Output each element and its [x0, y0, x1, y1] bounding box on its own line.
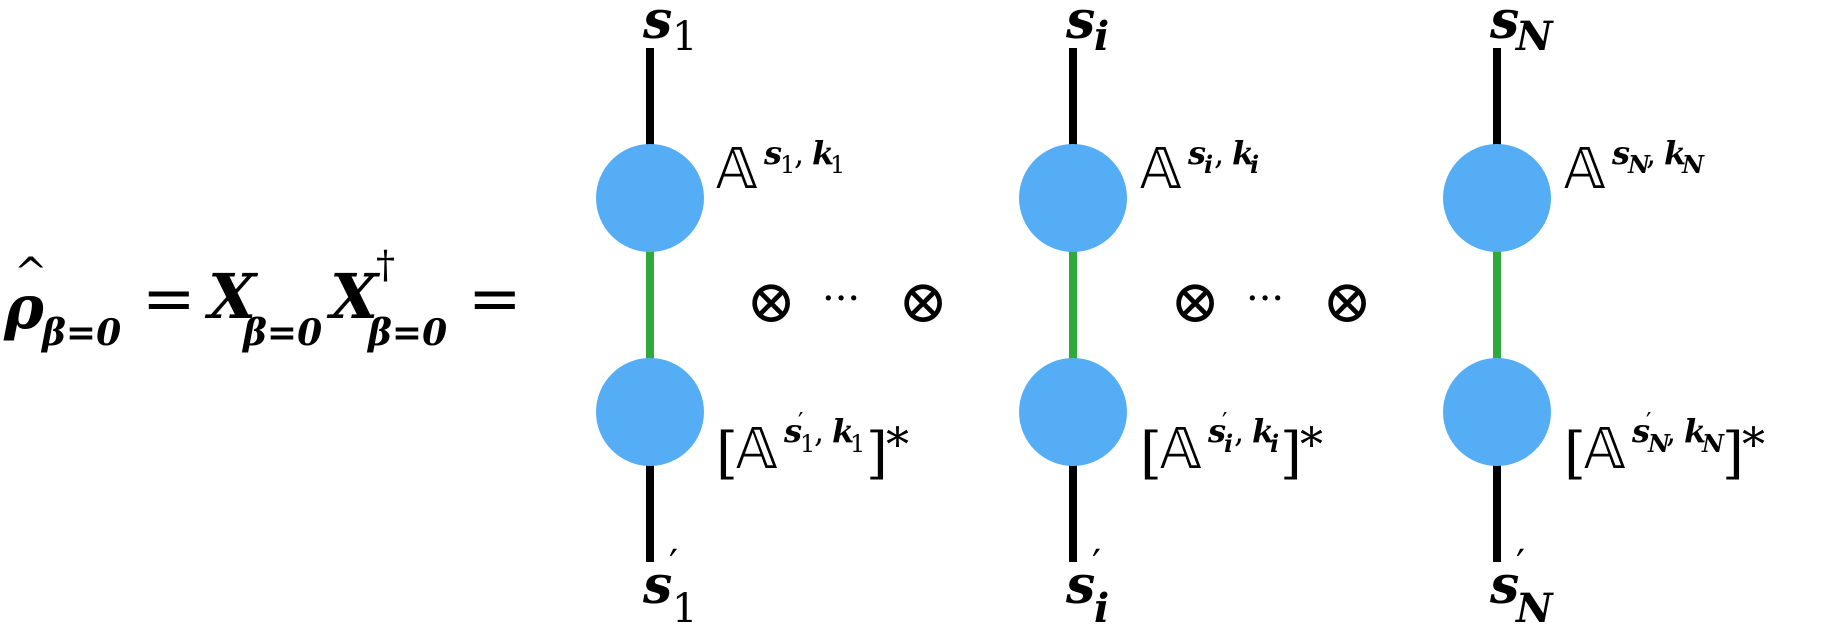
svg-text:k: k	[812, 134, 834, 172]
tensor-top-label: 𝔸 s N , k N	[1564, 134, 1705, 202]
svg-text:k: k	[1684, 412, 1706, 450]
svg-text:𝔸: 𝔸	[716, 137, 758, 202]
ellipsis: ···	[1246, 276, 1284, 322]
ellipsis: ···	[822, 276, 860, 322]
x-operator: X	[204, 260, 259, 333]
top-index-label: s	[1065, 0, 1095, 51]
svg-text:s: s	[783, 412, 802, 450]
operator-group-2: ⊗ ··· ⊗	[1170, 267, 1372, 337]
svg-text:′: ′	[1222, 408, 1227, 436]
svg-text:[: [	[716, 421, 738, 486]
svg-text:*: *	[1742, 417, 1765, 471]
svg-text:N: N	[1681, 150, 1705, 179]
svg-text:s: s	[1187, 134, 1206, 172]
svg-text:𝔸: 𝔸	[736, 417, 778, 482]
equals-sign-2: =	[468, 262, 522, 336]
operator-group-1: ⊗ ··· ⊗	[746, 267, 948, 337]
svg-text:,: ,	[1646, 134, 1656, 172]
svg-text:′: ′	[1646, 408, 1651, 436]
top-index-subscript: i	[1094, 13, 1109, 60]
svg-text:k: k	[1232, 134, 1254, 172]
top-index-subscript: N	[1514, 13, 1554, 60]
svg-text:,: ,	[1234, 412, 1244, 450]
svg-text:]: ]	[866, 421, 888, 486]
svg-text:𝔸: 𝔸	[1584, 417, 1626, 482]
tensor-node-top	[1019, 144, 1127, 252]
bottom-index-label: s	[1065, 555, 1095, 616]
svg-text:]: ]	[1722, 421, 1744, 486]
tensor-product-symbol: ⊗	[898, 267, 948, 337]
tensor-bottom-label: [ 𝔸 s ′ i , k i ] *	[1140, 408, 1323, 486]
svg-text:k: k	[832, 412, 854, 450]
tensor-node-bottom	[1443, 358, 1551, 466]
tensor-node-top	[596, 144, 704, 252]
svg-text:]: ]	[1280, 421, 1302, 486]
tensor-top-label: 𝔸 s i , k i	[1140, 134, 1259, 202]
bottom-index-label: s	[642, 555, 672, 616]
tensor-node-bottom	[1019, 358, 1127, 466]
site-i: s i s ′ i 𝔸 s i , k i [ 𝔸 s ′ i , k i ] …	[1019, 0, 1323, 632]
svg-text:s: s	[1631, 412, 1650, 450]
svg-text:′: ′	[798, 408, 803, 436]
x-subscript: β=0	[241, 312, 322, 354]
svg-text:1: 1	[780, 151, 795, 179]
svg-text:k: k	[1252, 412, 1274, 450]
svg-text:i: i	[1204, 150, 1213, 179]
tensor-top-label: 𝔸 s 1 , k 1	[716, 134, 845, 202]
svg-text:,: ,	[1214, 134, 1224, 172]
svg-text:*: *	[1300, 417, 1323, 471]
site-1: s 1 s ′ 1 𝔸 s 1 , k 1 [ 𝔸 s ′ 1 , k 1 ] …	[596, 0, 909, 632]
equals-sign-1: =	[142, 262, 196, 336]
svg-text:i: i	[1224, 429, 1233, 458]
svg-text:s: s	[763, 134, 782, 172]
svg-text:s: s	[1611, 134, 1630, 172]
svg-text:*: *	[886, 417, 909, 471]
svg-text:𝔸: 𝔸	[1160, 417, 1202, 482]
dagger-superscript: †	[376, 243, 395, 287]
bottom-index-label: s	[1489, 555, 1519, 616]
bottom-index-prime: ′	[1516, 542, 1525, 588]
svg-text:i: i	[1270, 429, 1279, 458]
svg-text:[: [	[1564, 421, 1586, 486]
rho-subscript: β=0	[40, 312, 121, 354]
tensor-product-symbol: ⊗	[746, 267, 796, 337]
x-dagger-operator: X	[326, 260, 381, 333]
bottom-index-subscript: i	[1094, 585, 1109, 632]
svg-text:,: ,	[814, 412, 824, 450]
svg-text:N: N	[1701, 429, 1725, 458]
svg-text:k: k	[1664, 134, 1686, 172]
site-N: s N s ′ N 𝔸 s N , k N [ 𝔸 s ′ N , k N ] …	[1443, 0, 1765, 632]
x-dagger-subscript: β=0	[366, 312, 447, 354]
svg-text:N: N	[1627, 150, 1651, 179]
svg-text:s: s	[1207, 412, 1226, 450]
svg-text:1: 1	[830, 151, 845, 179]
svg-text:,: ,	[794, 134, 804, 172]
bottom-index-subscript: 1	[672, 586, 697, 632]
bottom-index-subscript: N	[1514, 585, 1554, 632]
rho-hat: ^	[14, 250, 48, 296]
tensor-node-bottom	[596, 358, 704, 466]
top-index-label: s	[642, 0, 672, 51]
bottom-index-prime: ′	[1092, 542, 1101, 588]
density-matrix-equation: ρ ^ β=0 = X β=0 X † β=0 =	[3, 243, 522, 354]
top-index-label: s	[1489, 0, 1519, 51]
tensor-bottom-label: [ 𝔸 s ′ N , k N ] *	[1564, 408, 1765, 486]
svg-text:[: [	[1140, 421, 1162, 486]
svg-text:1: 1	[850, 430, 865, 458]
svg-text:𝔸: 𝔸	[1140, 137, 1182, 202]
top-index-subscript: 1	[672, 14, 697, 60]
tensor-product-symbol: ⊗	[1170, 267, 1220, 337]
rho-symbol: ρ	[3, 273, 45, 343]
tensor-bottom-label: [ 𝔸 s ′ 1 , k 1 ] *	[716, 408, 909, 486]
svg-text:1: 1	[800, 430, 815, 458]
svg-text:𝔸: 𝔸	[1564, 137, 1606, 202]
tensor-product-symbol: ⊗	[1322, 267, 1372, 337]
svg-text:i: i	[1250, 150, 1259, 179]
tensor-node-top	[1443, 144, 1551, 252]
bottom-index-prime: ′	[669, 542, 678, 588]
svg-text:N: N	[1647, 429, 1671, 458]
svg-text:,: ,	[1666, 412, 1676, 450]
